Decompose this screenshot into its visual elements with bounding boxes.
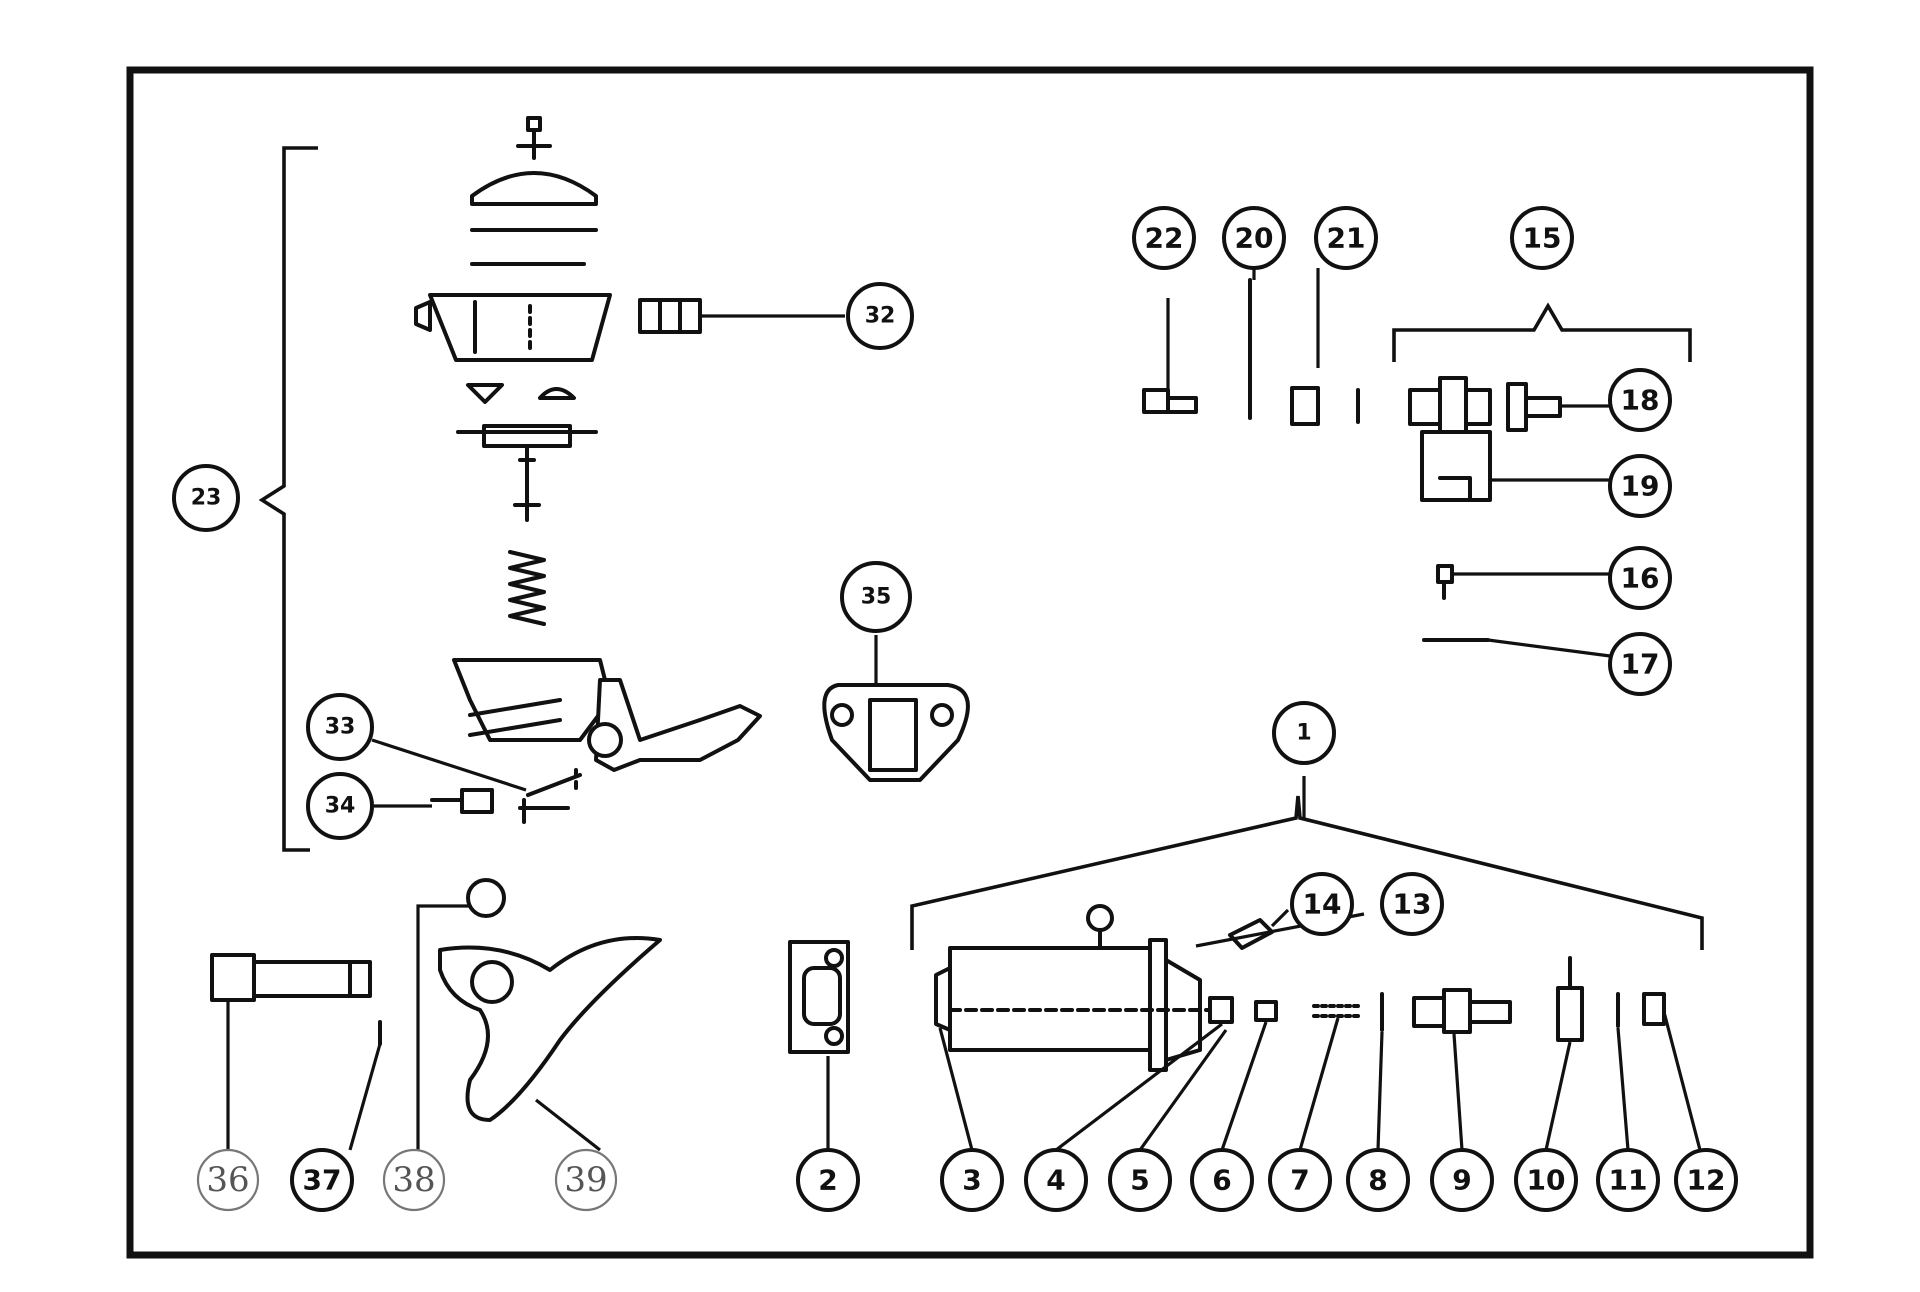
callout-17: 17: [1608, 632, 1672, 696]
callout-2: 2: [796, 1148, 860, 1212]
svg-text:10: 10: [1527, 1164, 1566, 1197]
callout-34: 34: [306, 772, 374, 840]
callout-19: 19: [1608, 454, 1672, 518]
callout-10: 10: [1514, 1148, 1578, 1212]
pump-body-assembly: [788, 904, 1666, 1072]
callout-35: 35: [840, 561, 912, 633]
callout-13: 13: [1380, 872, 1444, 936]
svg-text:37: 37: [303, 1164, 342, 1197]
callout-12: 12: [1674, 1148, 1738, 1212]
callout-18: 18: [1608, 368, 1672, 432]
callout-15: 15: [1510, 206, 1574, 270]
callouts: 1 2 3 4 5 6 7 8 9 10 11 12 13 14 15 16 1…: [172, 206, 1738, 1212]
bracket-15: [1392, 302, 1692, 362]
callout-32: 32: [846, 282, 914, 350]
leader-lines: [226, 240, 1702, 1152]
svg-text:33: 33: [325, 715, 356, 740]
svg-text:38: 38: [392, 1160, 435, 1200]
svg-text:6: 6: [1212, 1164, 1231, 1197]
svg-text:11: 11: [1609, 1164, 1648, 1197]
svg-text:15: 15: [1523, 222, 1562, 255]
svg-text:4: 4: [1046, 1164, 1065, 1197]
callout-21: 21: [1314, 206, 1378, 270]
lever-parts: [210, 878, 662, 1122]
svg-text:5: 5: [1130, 1164, 1149, 1197]
svg-text:8: 8: [1368, 1164, 1387, 1197]
callout-3: 3: [940, 1148, 1004, 1212]
bracket-23: [258, 146, 318, 852]
callout-16: 16: [1608, 546, 1672, 610]
svg-text:32: 32: [865, 304, 896, 329]
svg-text:20: 20: [1235, 222, 1274, 255]
callout-39: 39: [554, 1148, 618, 1212]
svg-text:3: 3: [962, 1164, 981, 1197]
svg-text:17: 17: [1621, 648, 1660, 681]
callout-37: 37: [290, 1148, 354, 1212]
bracket-1: [910, 795, 1704, 950]
callout-11: 11: [1596, 1148, 1660, 1212]
callout-4: 4: [1024, 1148, 1088, 1212]
valve-parts: [1142, 278, 1562, 642]
callout-6: 6: [1190, 1148, 1254, 1212]
svg-text:9: 9: [1452, 1164, 1471, 1197]
svg-text:12: 12: [1687, 1164, 1726, 1197]
callout-22: 22: [1132, 206, 1196, 270]
svg-text:35: 35: [861, 585, 892, 610]
callout-20: 20: [1222, 206, 1286, 270]
svg-text:39: 39: [564, 1160, 607, 1200]
svg-text:7: 7: [1290, 1164, 1309, 1197]
svg-text:14: 14: [1303, 888, 1342, 921]
svg-text:18: 18: [1621, 384, 1660, 417]
callout-14: 14: [1290, 872, 1354, 936]
callout-7: 7: [1268, 1148, 1332, 1212]
callout-38: 38: [382, 1148, 446, 1212]
gasket-35: [822, 683, 970, 782]
callout-8: 8: [1346, 1148, 1410, 1212]
callout-33: 33: [306, 693, 374, 761]
svg-text:22: 22: [1145, 222, 1184, 255]
diagram-frame: [126, 66, 1814, 1259]
pump-upper-assembly: [414, 116, 762, 824]
callout-5: 5: [1108, 1148, 1172, 1212]
svg-text:13: 13: [1393, 888, 1432, 921]
svg-text:19: 19: [1621, 470, 1660, 503]
svg-text:2: 2: [818, 1164, 837, 1197]
callout-9: 9: [1430, 1148, 1494, 1212]
svg-text:34: 34: [325, 794, 356, 819]
callout-1: 1: [1272, 701, 1336, 765]
svg-text:16: 16: [1621, 562, 1660, 595]
svg-text:21: 21: [1327, 222, 1366, 255]
svg-text:1: 1: [1296, 721, 1311, 746]
svg-text:36: 36: [206, 1160, 249, 1200]
callout-23: 23: [172, 464, 240, 532]
svg-text:23: 23: [191, 486, 222, 511]
callout-36: 36: [196, 1148, 260, 1212]
